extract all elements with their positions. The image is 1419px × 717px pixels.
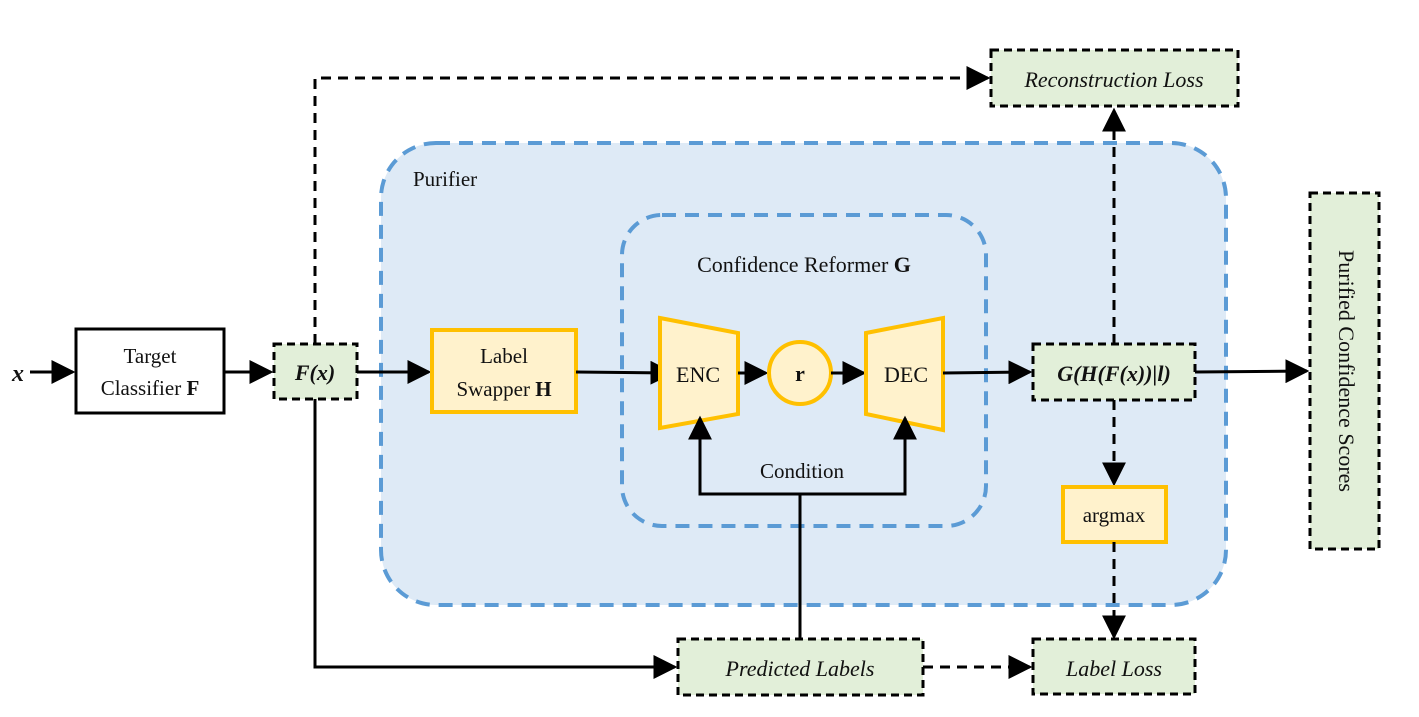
reformer-label: Confidence Reformer G: [697, 252, 911, 277]
condition-label: Condition: [760, 459, 845, 483]
fx-to-reconstruction-loss-arrow: [313, 66, 991, 344]
predicted-labels-label: Predicted Labels: [725, 656, 875, 681]
purified-scores-label: Purified Confidence Scores: [1334, 250, 1359, 492]
decoder-label: DEC: [884, 362, 928, 387]
encoder-block: [658, 315, 740, 431]
label-swapper-line1: Label: [480, 344, 528, 368]
purifier-label: Purifier: [413, 167, 477, 191]
encoder-label: ENC: [676, 362, 720, 387]
label-loss-label: Label Loss: [1065, 656, 1162, 681]
fx-to-predicted-labels-arrow: [313, 399, 678, 679]
fx-label: F(x): [294, 360, 335, 385]
dec-to-output-arrow: [942, 360, 1033, 385]
swapper-to-enc-arrow: [575, 360, 675, 385]
condition-to-enc-arrow: [688, 415, 800, 496]
target-classifier-line1: Target: [124, 344, 177, 368]
predicted-labels-box: [676, 637, 925, 697]
target-classifier-line2: Classifier F: [101, 376, 200, 400]
condition-to-dec-arrow: [800, 415, 917, 496]
purified-output-label: G(H(F(x))|l): [1057, 361, 1171, 386]
reconstruction-loss-box: [989, 48, 1240, 108]
purified-scores-box: [1308, 191, 1381, 551]
label-loss-box: [1031, 637, 1197, 696]
label-swapper-box: [430, 328, 578, 414]
reconstruction-loss-label: Reconstruction Loss: [1023, 67, 1203, 92]
label-swapper-line2: Swapper H: [456, 377, 551, 401]
input-x-label: x: [11, 361, 24, 387]
decoder-block: [864, 315, 945, 433]
target-classifier-box: [74, 327, 226, 415]
latent-r-label: r: [795, 361, 805, 386]
output-to-scores-arrow: [1194, 359, 1310, 384]
fx-box: [272, 342, 359, 401]
argmax-label: argmax: [1083, 503, 1146, 527]
